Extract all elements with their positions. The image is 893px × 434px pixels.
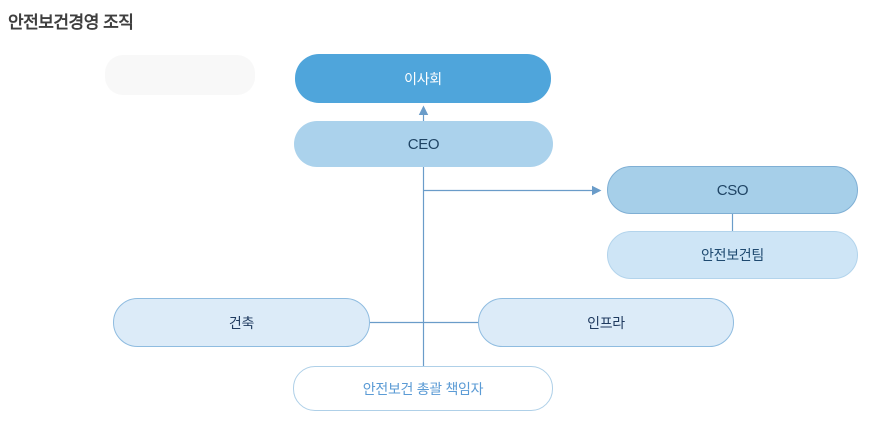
org-node-safety-head: 안전보건 총괄 책임자 [293,366,553,411]
org-node-construction: 건축 [113,298,370,347]
org-node-cso: CSO [607,166,858,214]
org-node-board: 이사회 [295,54,551,103]
org-node-infra: 인프라 [478,298,734,347]
org-node-safety-team: 안전보건팀 [607,231,858,279]
faint-placeholder-box [105,55,255,95]
page-title: 안전보건경영 조직 [8,13,134,32]
org-node-ceo: CEO [294,121,553,167]
